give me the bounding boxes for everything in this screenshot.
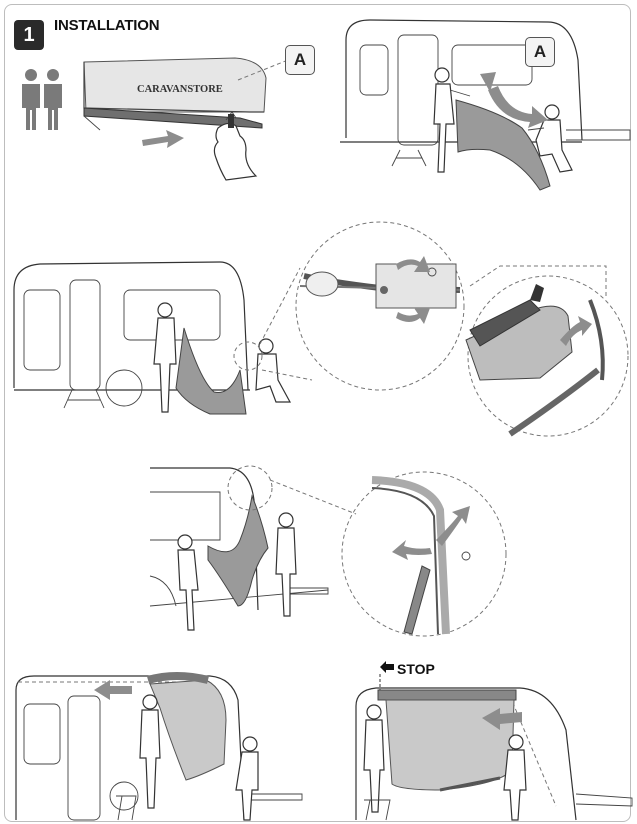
person-feeding-left-2 (433, 67, 471, 173)
person-feeding-right-2 (527, 104, 573, 173)
person-left-4 (177, 534, 199, 631)
zoom-detail-rail (295, 221, 465, 391)
detail-marker-circle-1 (233, 341, 263, 371)
person-left-6 (363, 704, 391, 821)
slide-left-arrow-5 (94, 680, 132, 700)
awning-fabric-5 (146, 672, 227, 781)
zoom-leader-lines-3 (269, 479, 357, 515)
zoom-detail-rail-corner (341, 471, 507, 637)
person-right-4 (275, 512, 297, 617)
step-number-badge: 1 (14, 20, 44, 50)
awning-bag-illustration (83, 57, 267, 131)
caravan-illustration-6 (355, 687, 633, 821)
rotate-down-arrow (396, 308, 430, 324)
feed-curve-arrow-up (436, 506, 470, 546)
person-left-5 (116, 694, 161, 821)
feed-curve-arrow-left (392, 540, 432, 560)
slide-left-arrow-6 (482, 708, 522, 730)
arrow-left-icon (380, 661, 394, 673)
zoom-detail-corner (465, 275, 629, 437)
feed-up-arrow (560, 316, 592, 346)
callout-a-label: A (285, 45, 315, 75)
detail-marker-circle-2 (227, 465, 273, 511)
caravan-illustration-5 (15, 675, 303, 821)
hand-pulling-zip (213, 111, 258, 181)
rotate-up-arrow (396, 256, 430, 272)
stop-label: STOP (397, 661, 435, 677)
instruction-panel-frame (4, 4, 631, 822)
caravan-illustration-3 (13, 261, 250, 409)
awning-fabric-6 (377, 689, 517, 792)
person-kneeling-3 (255, 338, 292, 403)
zoom-leader-lines-1 (259, 267, 313, 381)
zoom-leader-lines-2 (469, 265, 607, 296)
step-title: INSTALLATION (54, 17, 160, 34)
awning-fabric-3 (175, 327, 247, 415)
push-arrow (142, 130, 184, 148)
two-persons-icon (22, 69, 62, 130)
brand-text: CARAVANSTORE (137, 84, 223, 95)
awning-fabric-4 (207, 494, 269, 607)
person-feeding-left-3 (153, 302, 177, 413)
feed-arrow-2 (488, 86, 548, 128)
callout-a-label-2: A (525, 37, 555, 67)
callout-leader-line (237, 59, 289, 81)
person-right-6 (503, 734, 527, 821)
feed-arrow-head-2 (480, 72, 496, 92)
awning-fabric-2 (455, 99, 551, 191)
person-right-5 (235, 736, 259, 821)
